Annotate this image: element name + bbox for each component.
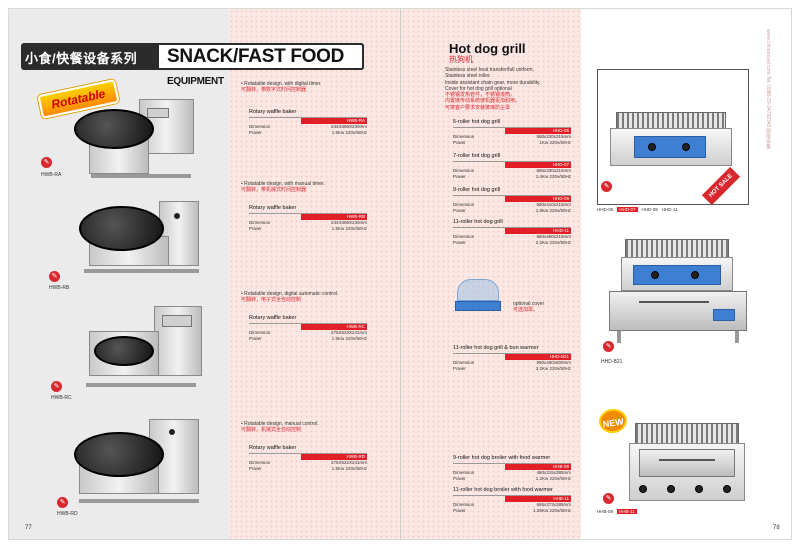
model-icon: ✎ bbox=[49, 271, 60, 282]
hotdog-grill-photo bbox=[597, 69, 749, 205]
model-label: HWB-RA bbox=[41, 172, 62, 178]
spec-block-rb: • Rotatable design, with manual timer. 可… bbox=[241, 181, 325, 194]
waffle-baker-ra-image bbox=[69, 94, 199, 184]
spec-block-rd: • Rotatable design, manual control. 可翻转，… bbox=[241, 421, 319, 434]
grill-bun-warmer-photo bbox=[603, 229, 753, 349]
waffle-baker-rb-image bbox=[74, 191, 204, 281]
side-text: www.chinaroyal.com Tel: 0086-20-34792345… bbox=[765, 29, 771, 149]
photo-model-row-top: HHD-05 HHD-07 HHD-09 HHD-11 bbox=[597, 207, 678, 212]
waffle-baker-rc-image bbox=[74, 301, 204, 396]
hotdog-title-cn: 热狗机 bbox=[449, 55, 473, 64]
photo-model-row-bottom: HHB-09 HHB-11 bbox=[597, 509, 637, 514]
spec-table-hhb09: 9-roller hot dog broiler with food warme… bbox=[453, 455, 571, 481]
header-en-title: SNACK/FAST FOOD EQUIPMENT bbox=[167, 46, 345, 87]
model-icon: ✎ bbox=[57, 497, 68, 508]
gutter bbox=[400, 9, 401, 539]
model-label: HWB-RD bbox=[57, 511, 78, 517]
spec-table-hhd11: 11-roller hot dog grill HHD-11 Dimension… bbox=[453, 219, 571, 245]
optional-cover-image bbox=[453, 277, 503, 315]
catalog-spread: 小食/快餐设备系列 SNACK/FAST FOOD EQUIPMENT Rota… bbox=[8, 8, 792, 540]
model-label: HWB-RB bbox=[49, 285, 70, 291]
left-page: 小食/快餐设备系列 SNACK/FAST FOOD EQUIPMENT Rota… bbox=[9, 9, 401, 539]
hotdog-features: Stainless steel heat transfer/full unifo… bbox=[445, 67, 541, 111]
spec-block-ra: • Rotatable design, with digital timer. … bbox=[241, 81, 322, 94]
optional-cover-label: optional cover 可选加罩。 bbox=[513, 301, 545, 314]
model-icon: ✎ bbox=[51, 381, 62, 392]
photo-model-middle: HHD-B21 bbox=[601, 359, 623, 365]
hotdog-broiler-warmer-photo bbox=[623, 419, 753, 519]
header-cn-title: 小食/快餐设备系列 bbox=[25, 51, 138, 66]
header-title-box bbox=[159, 43, 364, 70]
right-page: www.chinaroyal.com Tel: 0086-20-34792345… bbox=[401, 9, 792, 539]
model-icon: ✎ bbox=[603, 493, 614, 504]
model-label: HWB-RC bbox=[51, 395, 72, 401]
right-spec-column bbox=[401, 9, 581, 539]
page-number-right: 78 bbox=[773, 525, 780, 531]
model-icon: ✎ bbox=[601, 181, 612, 192]
model-icon: ✎ bbox=[603, 341, 614, 352]
spec-table-hhdb21: 11-roller hot dog grill & bun warmer HHD… bbox=[453, 345, 571, 371]
hotdog-title: Hot dog grill bbox=[449, 41, 526, 56]
model-icon: ✎ bbox=[41, 157, 52, 168]
waffle-baker-rd-image bbox=[69, 414, 204, 514]
spec-block-rc: • Rotatable design, digital automatic co… bbox=[241, 291, 339, 304]
spec-table-hhb11: 11-roller hot dog broiler with food warm… bbox=[453, 487, 571, 513]
left-spec-column bbox=[229, 9, 401, 539]
page-number-left: 77 bbox=[25, 525, 32, 531]
